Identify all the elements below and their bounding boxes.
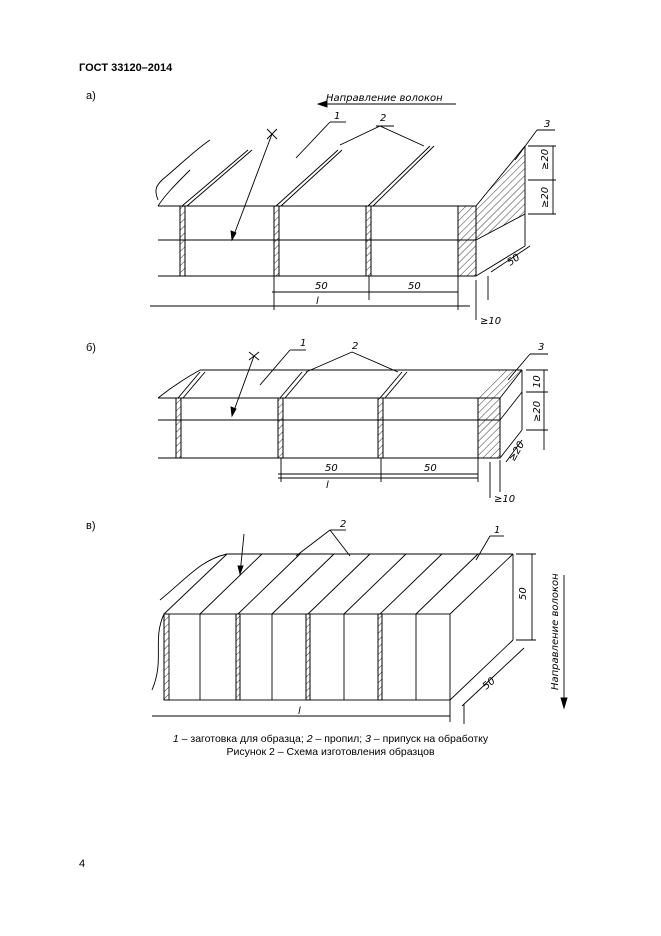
callout-2-b: 2 xyxy=(352,341,358,352)
figure-legend: 1 – заготовка для образца; 2 – пропил; 3… xyxy=(0,733,661,745)
dim-50-first-b: 50 xyxy=(325,463,338,474)
dim-h1-a: ≥20 xyxy=(540,149,551,170)
legend-num-1: 1 xyxy=(172,733,179,745)
dim-h2-b: ≥20 xyxy=(532,401,543,422)
grain-direction-label-c: Направление волокон xyxy=(550,573,561,690)
callout-1-c: 1 xyxy=(494,525,500,536)
dim-50-second-b: 50 xyxy=(424,463,437,474)
dim-width-a: 50 xyxy=(505,252,522,268)
panel-c-drawing xyxy=(151,529,568,724)
dim-allow-a: ≥10 xyxy=(480,316,501,327)
panel-a-label: а) xyxy=(86,90,96,102)
dim-depth-b: ≥20 xyxy=(507,440,527,464)
dim-50-second-a: 50 xyxy=(408,281,421,292)
callout-1-a: 1 xyxy=(334,111,340,122)
grain-direction-label-a: Направление волокон xyxy=(326,93,443,104)
dim-l-c: l xyxy=(298,706,301,717)
dim-l-b: l xyxy=(326,480,329,491)
legend-num-3: 3 xyxy=(365,733,371,745)
dim-h2-a: ≥20 xyxy=(540,187,551,208)
legend-text-1: – заготовка для образца; xyxy=(178,733,307,745)
figure-title: Рисунок 2 – Схема изготовления образцов xyxy=(226,746,435,758)
dim-height-c: 50 xyxy=(518,587,529,600)
dim-50-first-a: 50 xyxy=(315,281,328,292)
standard-header: ГОСТ 33120–2014 xyxy=(79,62,173,74)
callout-3-b: 3 xyxy=(538,342,544,353)
dim-depth-c: 50 xyxy=(481,676,498,693)
page-number: 4 xyxy=(79,858,86,870)
legend-text-2: – пропил; xyxy=(312,733,366,745)
callout-1-b: 1 xyxy=(300,338,306,349)
panel-a-drawing xyxy=(150,100,556,320)
dim-l-a: l xyxy=(316,296,319,307)
panel-b-drawing xyxy=(157,349,548,498)
legend-text-3: – припуск на обработку xyxy=(370,733,489,745)
legend-num-2: 2 xyxy=(306,733,313,745)
callout-2-a: 2 xyxy=(380,113,386,124)
dim-h1-b: 10 xyxy=(532,375,543,388)
callout-2-c: 2 xyxy=(340,519,346,530)
panel-b-label: б) xyxy=(86,342,96,354)
dim-allow-b: ≥10 xyxy=(494,494,515,505)
panel-c-label: в) xyxy=(86,520,96,532)
callout-3-a: 3 xyxy=(544,119,550,130)
